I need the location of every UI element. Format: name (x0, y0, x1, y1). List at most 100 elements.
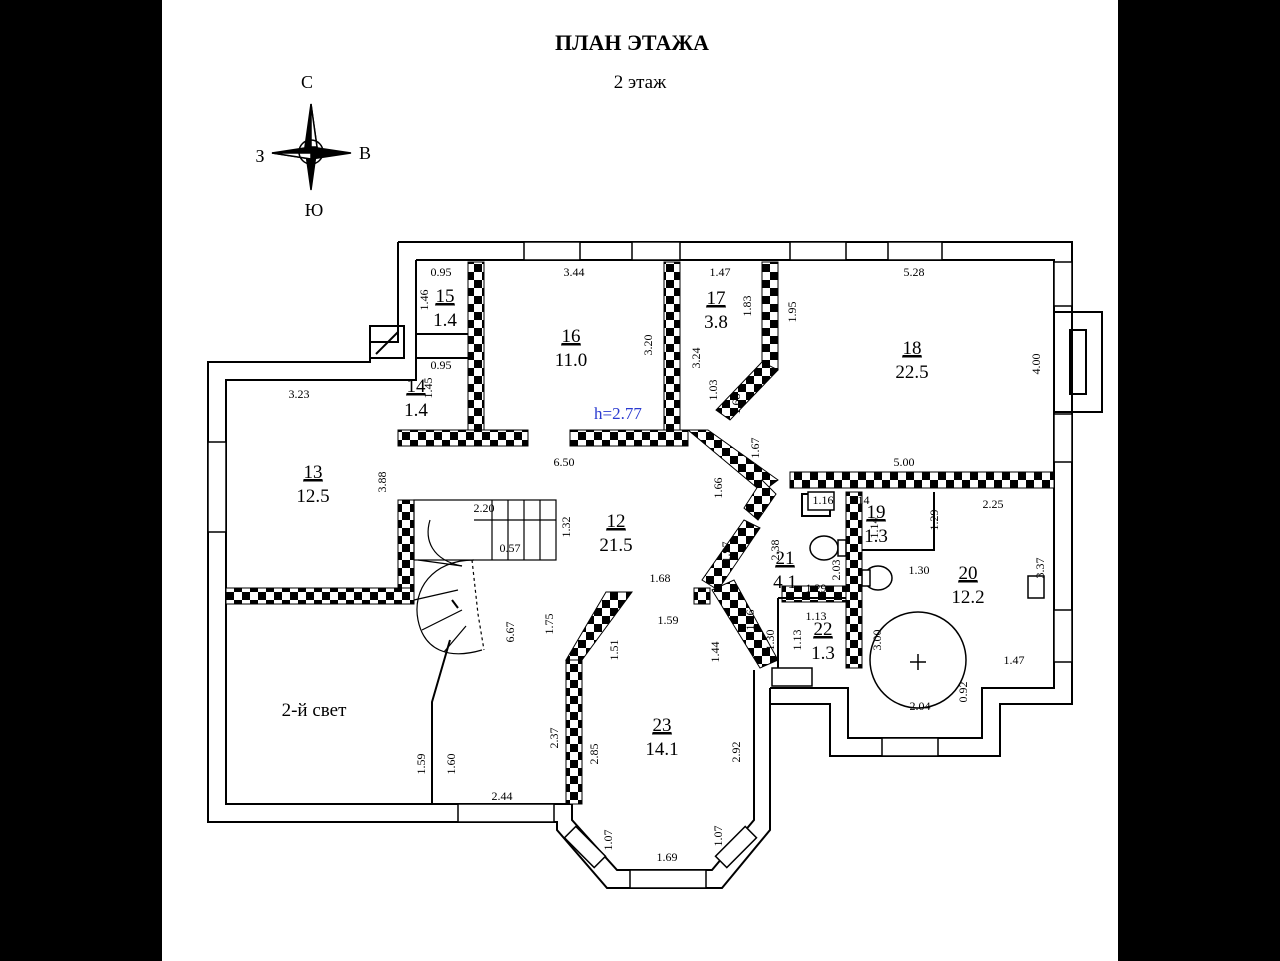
dimension-label: 1.51 (607, 640, 621, 661)
outer-walls (207, 241, 1103, 889)
dimension-label: 1.83 (740, 296, 754, 317)
dimension-label: 1.30 (763, 630, 777, 651)
floor-label: 2 этаж (614, 72, 667, 93)
dimension-label: 2.85 (587, 744, 601, 765)
sanitary-fixtures (807, 491, 1045, 709)
dimension-label: 1.29 (806, 581, 827, 595)
dimension-label: 6.67 (503, 622, 517, 643)
room-17-area: 3.8 (704, 312, 728, 333)
dimension-label: 2.25 (983, 497, 1004, 511)
room-15-area: 1.4 (433, 310, 457, 331)
second-light-label: 2-й свет (282, 700, 347, 721)
room-14-area: 1.4 (404, 400, 428, 421)
dimension-label: 1.56 (743, 610, 757, 631)
room-21-number: 21 (776, 548, 795, 569)
room-22-number: 22 (814, 619, 833, 640)
room-23-number: 23 (653, 715, 672, 736)
room-13-number: 13 (304, 462, 323, 483)
dimension-label: 1.13 (790, 630, 804, 651)
partitions (416, 333, 935, 668)
dimension-label: 1.97 (719, 542, 733, 563)
dimension-label: 3.00 (870, 630, 884, 651)
dimension-label: 2.20 (474, 501, 495, 515)
dimension-label: 1.68 (650, 571, 671, 585)
plan-title: ПЛАН ЭТАЖА (555, 30, 709, 55)
dimension-label: 6.50 (554, 455, 575, 469)
compass-south: Ю (305, 200, 324, 220)
dimension-label: 0.95 (431, 265, 452, 279)
dimension-label: 3.37 (1033, 558, 1047, 579)
floor-plan-drawing: ПЛАН ЭТАЖА 2 этаж С Ю З В (207, 30, 1103, 889)
dimension-label: 1.66 (711, 478, 725, 499)
room-16-area: 11.0 (555, 350, 588, 371)
dimension-label: 3.44 (564, 265, 585, 279)
dimension-label: 2.37 (547, 728, 561, 749)
dimension-label: 5.28 (904, 265, 925, 279)
dimension-label: 4.00 (1029, 354, 1043, 375)
dimension-label: 1.14 (849, 493, 870, 507)
room-12-area: 21.5 (599, 535, 632, 556)
dimension-label: 1.07 (711, 826, 725, 847)
dimension-label: 1.69 (657, 850, 678, 864)
dimension-label: 1.47 (710, 265, 731, 279)
ceiling-height-label: h=2.77 (594, 404, 642, 423)
dimension-label: 3.24 (689, 348, 703, 369)
room-18-number: 18 (903, 338, 922, 359)
dimension-label: 1.95 (785, 302, 799, 323)
dimension-label: 1.16 (813, 493, 834, 507)
room-12-number: 12 (607, 511, 626, 532)
windows (207, 241, 1073, 889)
dimension-label: 1.45 (421, 378, 435, 399)
room-18-area: 22.5 (895, 362, 928, 383)
dimension-label: 1.46 (417, 290, 431, 311)
dimension-label: 3.23 (289, 387, 310, 401)
compass-east: В (359, 143, 371, 163)
dimension-label: 2.04 (910, 699, 931, 713)
compass-north: С (301, 72, 313, 92)
room-22-area: 1.3 (811, 643, 835, 664)
dimension-label: 5.00 (894, 455, 915, 469)
dimension-label: 1.13 (806, 609, 827, 623)
dimension-label: 1.59 (658, 613, 679, 627)
dimension-label: 1.44 (708, 642, 722, 663)
interior-walls (225, 261, 1055, 805)
room-14-number: 14 (407, 376, 427, 397)
dimension-label: 0.92 (956, 682, 970, 703)
dimension-label: 2.38 (768, 540, 782, 561)
room-20-area: 12.2 (951, 587, 984, 608)
dimension-label: 0.95 (431, 358, 452, 372)
dimension-label: 1.32 (559, 517, 573, 538)
room-17-number: 17 (707, 288, 726, 309)
dimension-label: 1.14 (867, 518, 881, 539)
room-13-area: 12.5 (296, 486, 329, 507)
floor-plan-sheet: ПЛАН ЭТАЖА 2 этаж С Ю З В (162, 0, 1118, 961)
staircase (413, 499, 557, 655)
room-21-area: 4.1 (773, 572, 797, 593)
room-labels: 12 21.5 13 12.5 14 1.4 15 1.4 16 11.0 17 3.8 18 22.5 1… (296, 286, 984, 760)
dimension-label: 1.03 (706, 380, 720, 401)
dimension-label: 1.07 (601, 830, 615, 851)
dimension-label: 1.67 (748, 438, 762, 459)
room-19-area: 1.3 (864, 526, 888, 547)
compass-rose-icon (271, 103, 352, 191)
dimension-label: 1.30 (909, 563, 930, 577)
dimension-label: 1.75 (542, 614, 556, 635)
dimension-label: 1.59 (414, 754, 428, 775)
dimension-label: 2.92 (729, 742, 743, 763)
dimension-label: 3.20 (641, 335, 655, 356)
dimension-label: 3.88 (375, 472, 389, 493)
room-16-number: 16 (562, 326, 581, 347)
dimension-label: 1.47 (1004, 653, 1025, 667)
dimension-label: 2.44 (492, 789, 513, 803)
compass-west: З (255, 146, 264, 166)
dimension-label: 1.29 (927, 510, 941, 531)
room-23-area: 14.1 (645, 739, 678, 760)
room-20-number: 20 (959, 563, 978, 584)
dimension-label: 1.60 (444, 754, 458, 775)
dimension-label: 0.57 (500, 541, 521, 555)
dimension-label: 2.03 (829, 560, 843, 581)
dimension-label: 1.68 (729, 394, 743, 415)
room-15-number: 15 (436, 286, 455, 307)
room-19-number: 19 (867, 502, 886, 523)
